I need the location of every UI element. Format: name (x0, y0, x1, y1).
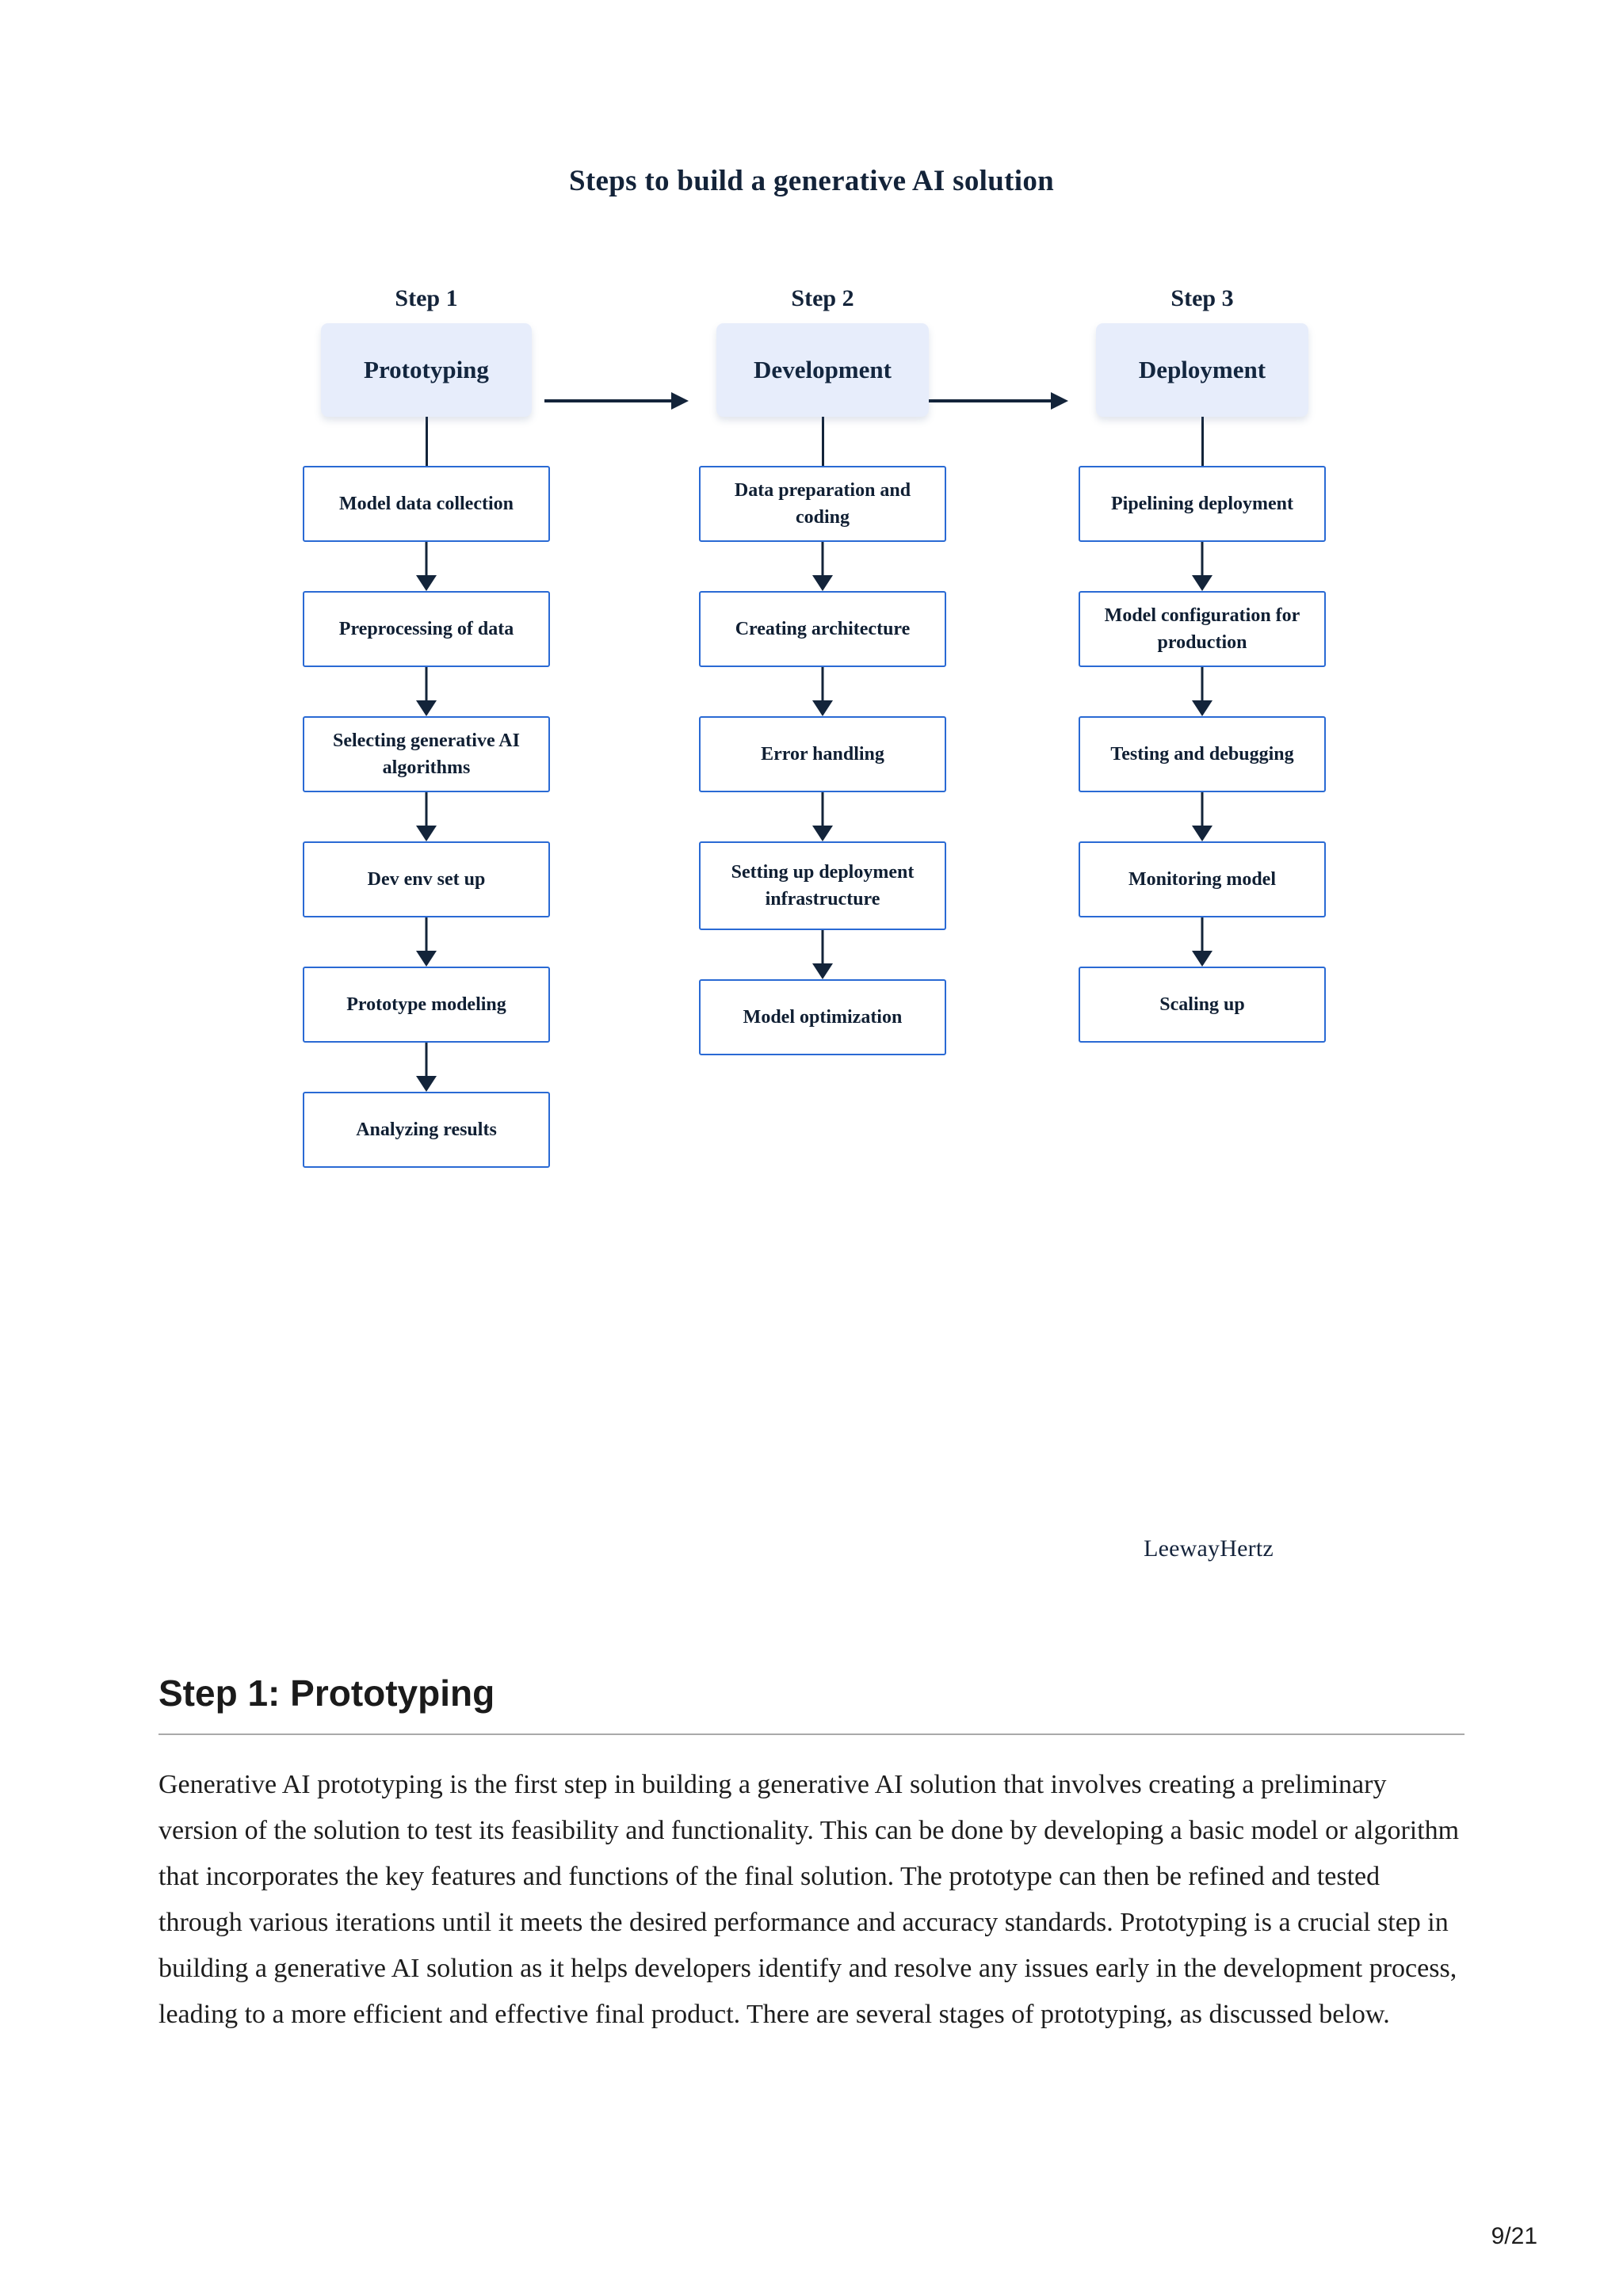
arrow-head (1051, 392, 1068, 410)
flow-box-analyzing-results[interactable]: Analyzing results (303, 1092, 550, 1168)
arrow-line (1201, 542, 1204, 577)
arrow-head (1192, 700, 1212, 716)
flow-arrow (1192, 667, 1212, 716)
flow-arrow (1192, 542, 1212, 591)
flow-box-monitoring-model[interactable]: Monitoring model (1079, 841, 1326, 917)
flow-box-selecting-generative-ai-algorithms[interactable]: Selecting generative AI algorithms (303, 716, 550, 792)
arrow-line (1201, 917, 1204, 952)
flow-arrow (416, 917, 437, 967)
flow-arrow (812, 792, 833, 841)
arrow-line (1201, 667, 1204, 702)
arrow-head (812, 826, 833, 841)
arrow-step1-to-step2 (544, 392, 689, 410)
flow-arrow (416, 667, 437, 716)
heading-divider (158, 1733, 1465, 1735)
arrow-head (1192, 575, 1212, 591)
arrow-head (416, 575, 437, 591)
arrow-line (821, 667, 824, 702)
flow-arrow (812, 542, 833, 591)
connector-stem (1201, 417, 1204, 466)
arrow-line (926, 399, 1051, 402)
arrow-head (812, 963, 833, 979)
flow-box-dev-env-set-up[interactable]: Dev env set up (303, 841, 550, 917)
arrow-line (821, 792, 824, 827)
flow-box-prototype-modeling[interactable]: Prototype modeling (303, 967, 550, 1043)
connector-stem (821, 417, 824, 466)
step-label-1: Step 1 (395, 285, 458, 311)
flow-arrow (812, 930, 833, 979)
arrow-head (1192, 826, 1212, 841)
flow-arrow (416, 1043, 437, 1092)
flow-arrow (416, 792, 437, 841)
flow-arrow (812, 667, 833, 716)
arrow-head (416, 700, 437, 716)
step-label-2: Step 2 (791, 285, 854, 311)
flow-box-testing-and-debugging[interactable]: Testing and debugging (1079, 716, 1326, 792)
arrow-line (425, 917, 428, 952)
flow-arrow (1192, 917, 1212, 967)
arrow-step2-to-step3 (926, 392, 1068, 410)
body-paragraph: Generative AI prototyping is the first s… (158, 1770, 1460, 2029)
flow-box-pipelining-deployment[interactable]: Pipelining deployment (1079, 466, 1326, 542)
arrow-line (821, 542, 824, 577)
arrow-head (416, 826, 437, 841)
infographic-figure: Steps to build a generative AI solution … (296, 165, 1333, 1562)
flow-box-preprocessing-of-data[interactable]: Preprocessing of data (303, 591, 550, 667)
page-number: 9/21 (1491, 2223, 1537, 2249)
arrow-head (812, 575, 833, 591)
stage-header-prototyping[interactable]: Prototyping (321, 323, 532, 417)
flow-box-scaling-up[interactable]: Scaling up (1079, 967, 1326, 1043)
flow-box-data-preparation-and-coding[interactable]: Data preparation and coding (699, 466, 946, 542)
stage-column-step1: Step 1 Prototyping Model data collection… (296, 285, 557, 1168)
arrow-head (416, 951, 437, 967)
flow-box-model-configuration-for-production[interactable]: Model configuration for production (1079, 591, 1326, 667)
arrow-line (1201, 792, 1204, 827)
flow-box-model-data-collection[interactable]: Model data collection (303, 466, 550, 542)
arrow-line (425, 792, 428, 827)
arrow-head (671, 392, 689, 410)
stage-header-development[interactable]: Development (716, 323, 929, 417)
arrow-line (544, 399, 671, 402)
stage-column-step3: Step 3 Deployment Pipelining deployment … (1071, 285, 1333, 1043)
arrow-line (425, 542, 428, 577)
arrow-line (821, 930, 824, 965)
arrow-line (425, 667, 428, 702)
arrow-head (812, 700, 833, 716)
flow-arrow (1192, 792, 1212, 841)
connector-stem (425, 417, 428, 466)
arrow-head (1192, 951, 1212, 967)
article-section: Step 1: Prototyping Generative AI protot… (158, 1670, 1465, 2038)
flow-box-creating-architecture[interactable]: Creating architecture (699, 591, 946, 667)
stage-header-deployment[interactable]: Deployment (1096, 323, 1308, 417)
figure-title: Steps to build a generative AI solution (569, 165, 1054, 197)
brand-attribution: LeewayHertz (1144, 1535, 1274, 1562)
flow-arrow (416, 542, 437, 591)
arrow-head (416, 1076, 437, 1092)
arrow-line (425, 1043, 428, 1077)
flow-box-model-optimization[interactable]: Model optimization (699, 979, 946, 1055)
flow-box-setting-up-deployment-infrastructure[interactable]: Setting up deployment infrastructure (699, 841, 946, 930)
stage-column-step2: Step 2 Development Data preparation and … (692, 285, 953, 1055)
flow-box-error-handling[interactable]: Error handling (699, 716, 946, 792)
section-heading: Step 1: Prototyping (158, 1672, 495, 1714)
step-label-3: Step 3 (1170, 285, 1234, 311)
